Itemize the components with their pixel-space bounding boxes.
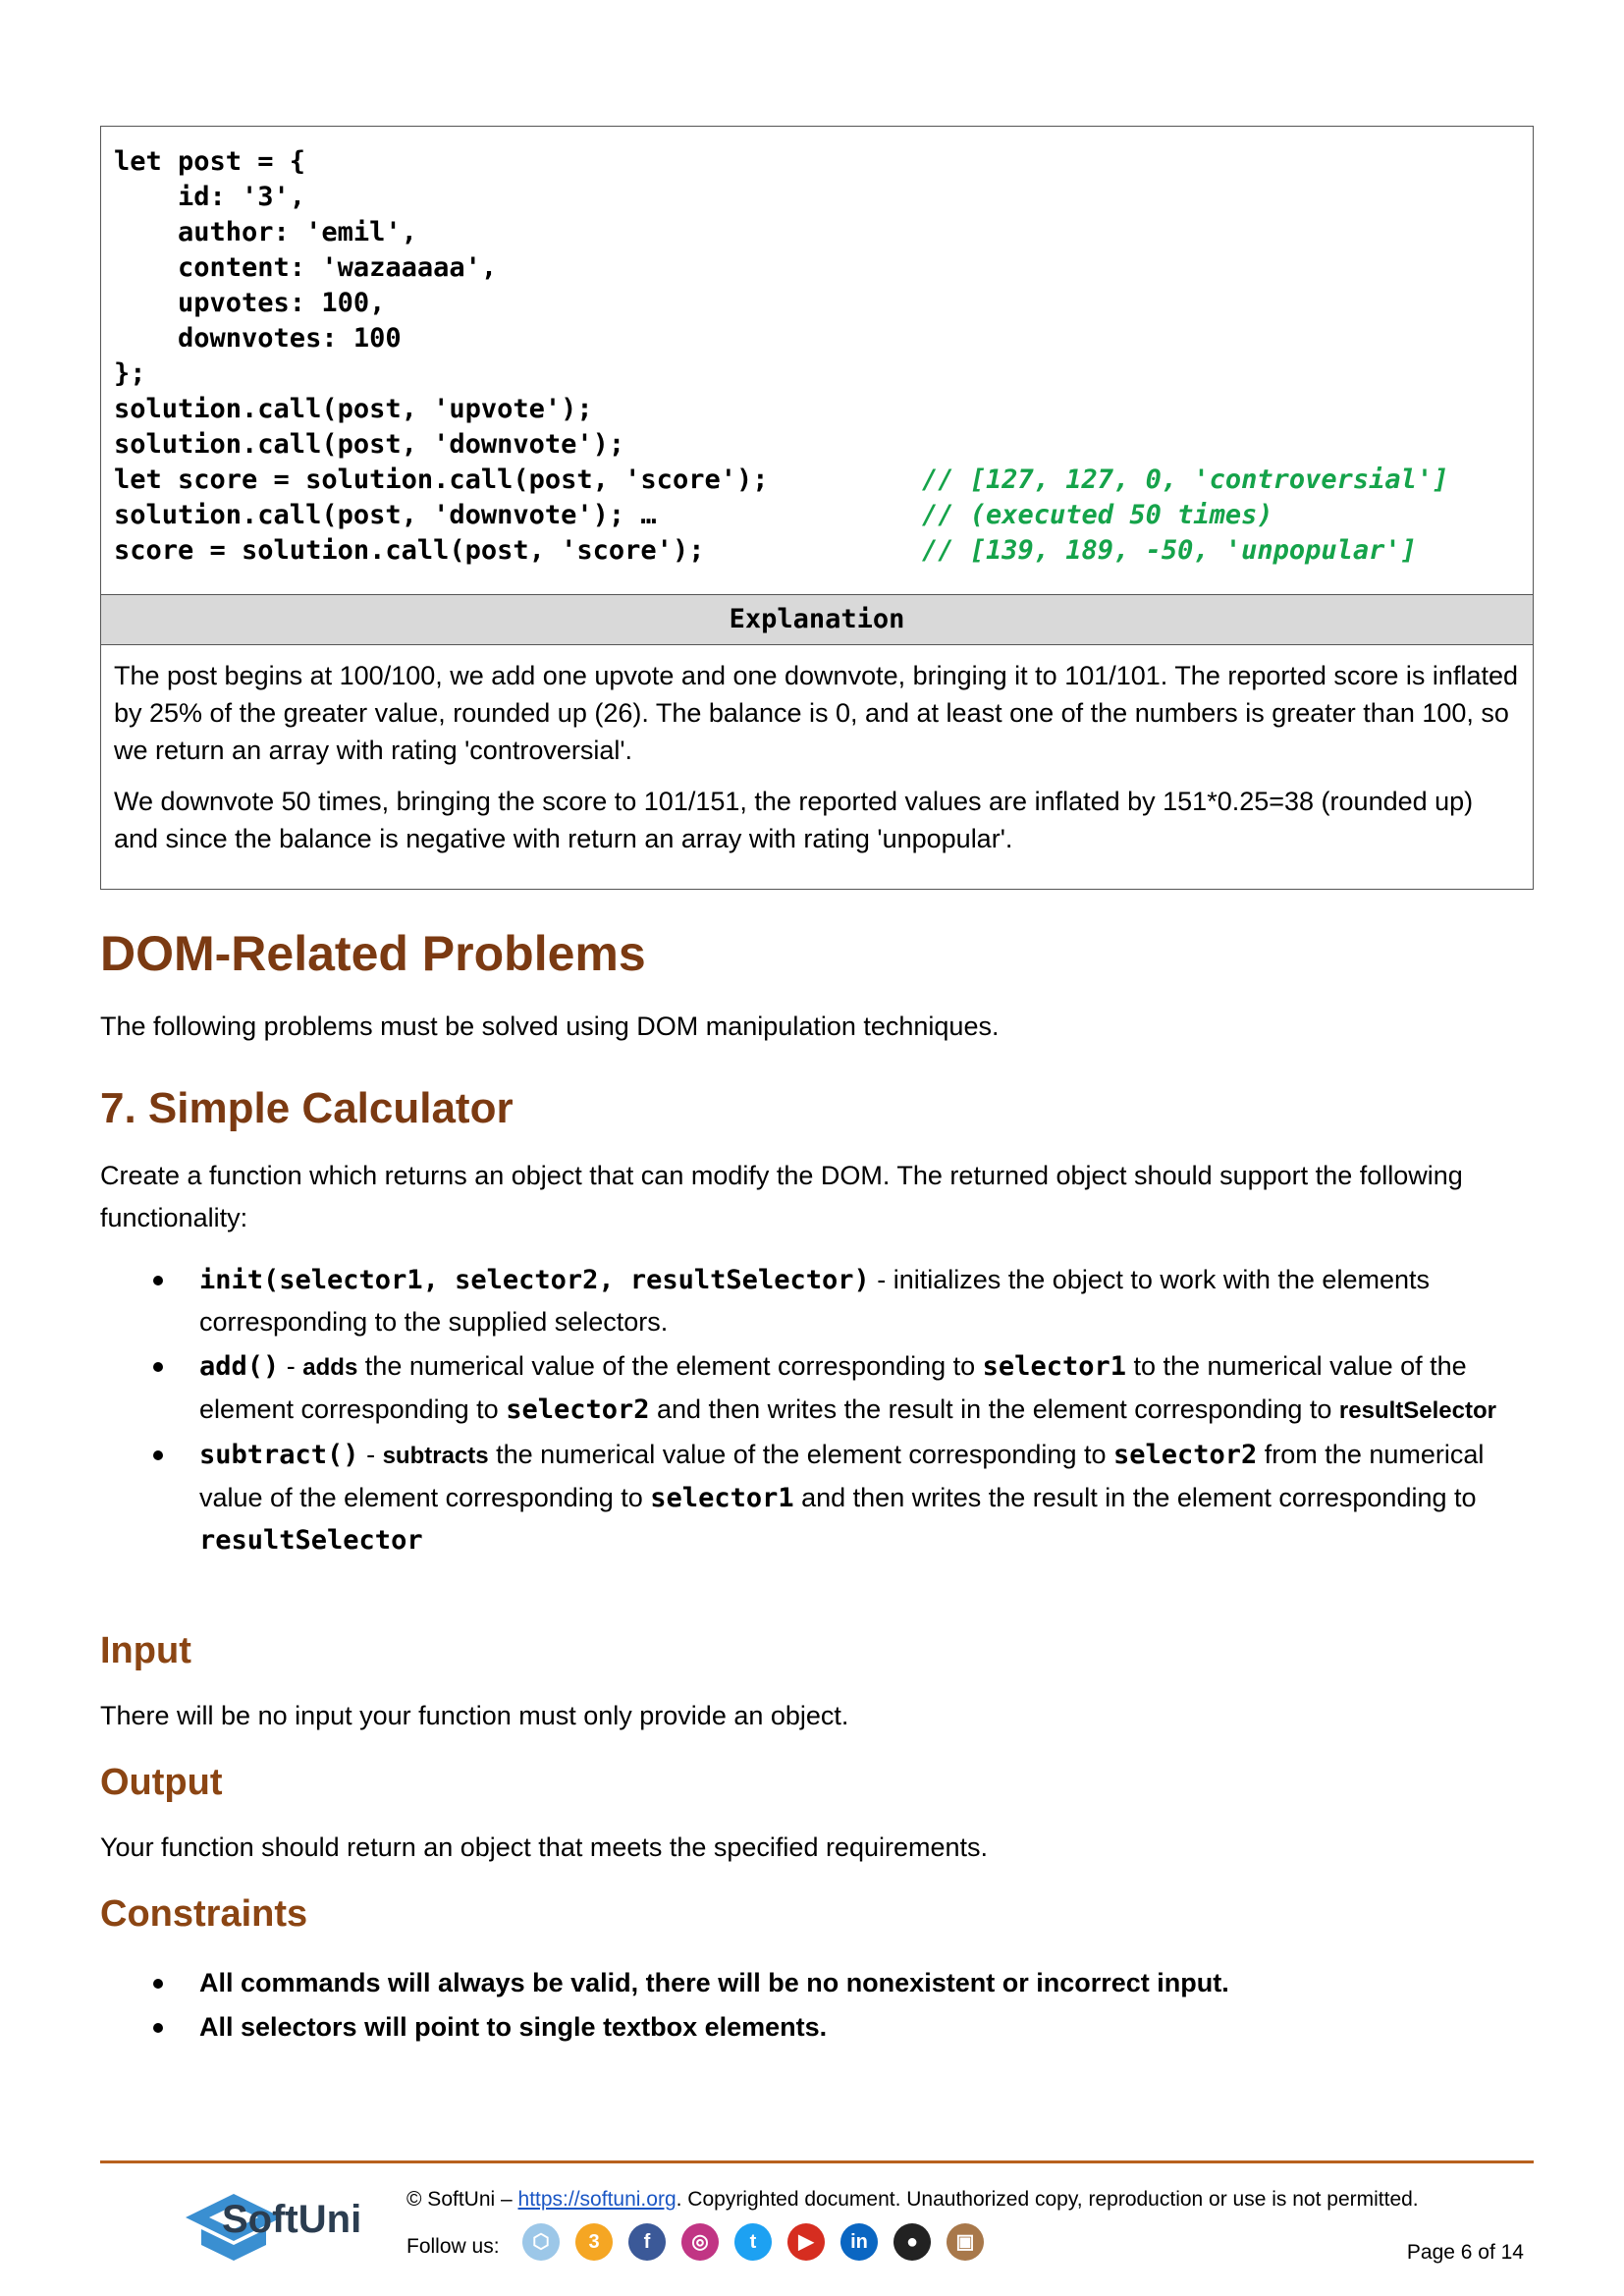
softuni-logo-icon xyxy=(186,2194,282,2261)
code-line: score = solution.call(post, 'score');// … xyxy=(114,533,1533,569)
code-line: solution.call(post, 'upvote'); xyxy=(114,394,593,424)
bullet-icon xyxy=(153,1979,163,1989)
output-text: Your function should return an object th… xyxy=(100,1832,989,1862)
problem-title: 7. Simple Calculator xyxy=(100,1084,514,1132)
code-line: upvotes: 100, xyxy=(114,288,386,318)
problem-description: Create a function which returns an objec… xyxy=(100,1161,1463,1232)
section-title: DOM-Related Problems xyxy=(100,926,646,981)
list-item: add() - adds the numerical value of the … xyxy=(100,1345,1514,1432)
copyright-text: © SoftUni – https://softuni.org. Copyrig… xyxy=(406,2188,1419,2211)
code-example-box: let post = { id: '3', author: 'emil', co… xyxy=(100,126,1534,890)
softuni-link[interactable]: https://softuni.org xyxy=(517,2188,677,2211)
bullet-icon xyxy=(153,1276,163,1285)
code-block: let post = { id: '3', author: 'emil', co… xyxy=(101,127,1533,594)
code-line: content: 'wazaaaaa', xyxy=(114,252,498,283)
input-text: There will be no input your function mus… xyxy=(100,1701,849,1730)
footer-divider xyxy=(100,2160,1534,2163)
code-line: solution.call(post, 'downvote'); xyxy=(114,429,625,460)
section-intro: The following problems must be solved us… xyxy=(100,1011,1000,1041)
code-line: downvotes: 100 xyxy=(114,323,402,354)
facebook-icon[interactable]: f xyxy=(628,2223,666,2261)
code-line: let post = { xyxy=(114,146,306,177)
instagram-icon[interactable]: ◎ xyxy=(681,2223,719,2261)
github-icon[interactable]: ● xyxy=(893,2223,931,2261)
softuni-icon[interactable]: ⬡ xyxy=(522,2223,560,2261)
code-comment: // [127, 127, 0, 'controversial'] xyxy=(922,465,1449,495)
code-comment: // (executed 50 times) xyxy=(922,500,1273,530)
explanation-body: The post begins at 100/100, we add one u… xyxy=(114,657,1520,871)
bullet-icon xyxy=(153,1450,163,1460)
logo-text: SoftUni xyxy=(222,2198,362,2241)
code-line: author: 'emil', xyxy=(114,217,417,247)
explanation-header: Explanation xyxy=(101,594,1533,645)
functionality-list: init(selector1, selector2, resultSelecto… xyxy=(100,1259,1514,1563)
follow-label: Follow us: xyxy=(406,2235,500,2258)
bullet-icon xyxy=(153,1362,163,1372)
code-line: }; xyxy=(114,358,146,389)
code-line: solution.call(post, 'downvote'); …// (ex… xyxy=(114,498,1533,533)
list-item: All commands will always be valid, there… xyxy=(100,1962,1514,2004)
code-line: let score = solution.call(post, 'score')… xyxy=(114,463,1533,498)
list-item: subtract() - subtracts the numerical val… xyxy=(100,1434,1514,1561)
explanation-paragraph: The post begins at 100/100, we add one u… xyxy=(114,661,1518,765)
code-comment: // [139, 189, -50, 'unpopular'] xyxy=(922,535,1417,566)
list-item: All selectors will point to single textb… xyxy=(100,2006,1514,2049)
youtube-icon[interactable]: ▶ xyxy=(787,2223,825,2261)
list-item: init(selector1, selector2, resultSelecto… xyxy=(100,1259,1514,1343)
output-heading: Output xyxy=(100,1762,223,1803)
page-number: Page 6 of 14 xyxy=(1406,2241,1524,2264)
bullet-icon xyxy=(153,2023,163,2033)
softuni-creative-icon[interactable]: 3 xyxy=(575,2223,613,2261)
input-heading: Input xyxy=(100,1630,191,1671)
linkedin-icon[interactable]: in xyxy=(840,2223,878,2261)
softuni-box-icon[interactable]: ▣ xyxy=(947,2223,984,2261)
constraints-heading: Constraints xyxy=(100,1893,308,1935)
code-line: id: '3', xyxy=(114,182,306,212)
twitter-icon[interactable]: t xyxy=(734,2223,772,2261)
explanation-paragraph: We downvote 50 times, bringing the score… xyxy=(114,787,1474,853)
constraints-list: All commands will always be valid, there… xyxy=(100,1962,1514,2050)
